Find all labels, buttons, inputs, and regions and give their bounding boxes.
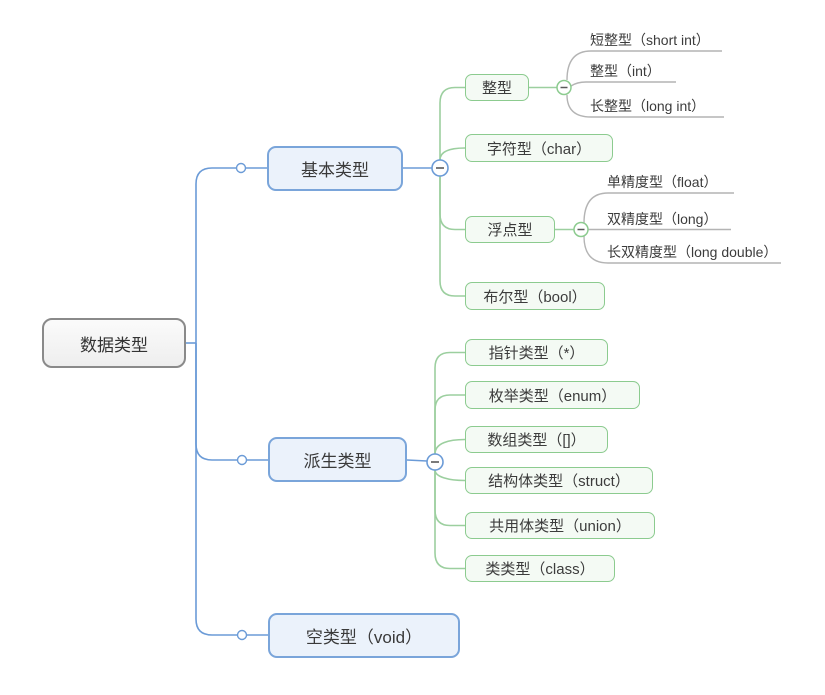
connector-derived-enum — [434, 394, 465, 454]
branch-dot-basic — [235, 162, 247, 174]
node-long-int[interactable]: 长整型（long int） — [590, 98, 706, 114]
node-short-int[interactable]: 短整型（short int） — [590, 32, 710, 48]
node-enum[interactable]: 枚举类型（enum） — [465, 381, 640, 409]
node-pointer[interactable]: 指针类型（*） — [465, 339, 608, 366]
connector-underline-long-int — [566, 94, 724, 118]
node-root-data-types[interactable]: 数据类型 — [42, 318, 186, 368]
collapse-button-float[interactable] — [573, 221, 589, 238]
branch-dot-void — [236, 629, 248, 641]
connector-underline-int — [570, 81, 676, 87]
connector-trunk-basic — [195, 167, 267, 343]
connector-underline-float — [583, 192, 734, 224]
connector-derived-union — [434, 470, 465, 527]
collapse-button-derived[interactable] — [426, 453, 444, 471]
node-integer[interactable]: 整型 — [465, 74, 529, 101]
connector-basic-bool — [439, 176, 465, 297]
connector-trunk-void — [195, 343, 268, 636]
node-int[interactable]: 整型（int） — [590, 63, 661, 79]
connector-derived-array — [434, 438, 466, 455]
node-array[interactable]: 数组类型（[]） — [465, 426, 608, 453]
connector-underline-short-int — [566, 50, 722, 81]
collapse-button-basic[interactable] — [431, 159, 449, 177]
connector-derived-struct — [434, 469, 466, 482]
connector-basic-char — [439, 147, 466, 161]
collapse-button-integer[interactable] — [556, 79, 572, 96]
connector-basic-float — [439, 176, 465, 231]
node-union[interactable]: 共用体类型（union） — [465, 512, 655, 539]
node-float-single[interactable]: 单精度型（float） — [607, 174, 718, 190]
connector-derived-class — [434, 470, 465, 570]
node-long-double[interactable]: 长双精度型（long double） — [607, 244, 778, 260]
node-struct[interactable]: 结构体类型（struct） — [465, 467, 653, 494]
node-char[interactable]: 字符型（char） — [465, 134, 613, 162]
node-derived-types[interactable]: 派生类型 — [268, 437, 407, 482]
node-basic-types[interactable]: 基本类型 — [267, 146, 403, 191]
node-class[interactable]: 类类型（class） — [465, 555, 615, 582]
node-float[interactable]: 浮点型 — [465, 216, 555, 243]
node-void-type[interactable]: 空类型（void） — [268, 613, 460, 658]
connector-derived-collapse — [406, 459, 428, 462]
branch-dot-derived — [236, 454, 248, 466]
connector-underline-long-double — [583, 235, 781, 264]
node-bool[interactable]: 布尔型（bool） — [465, 282, 605, 310]
node-double[interactable]: 双精度型（long） — [607, 210, 718, 227]
connector-derived-pointer — [434, 351, 465, 454]
connector-basic-integer — [439, 86, 465, 160]
connector-trunk-derived — [195, 343, 268, 461]
